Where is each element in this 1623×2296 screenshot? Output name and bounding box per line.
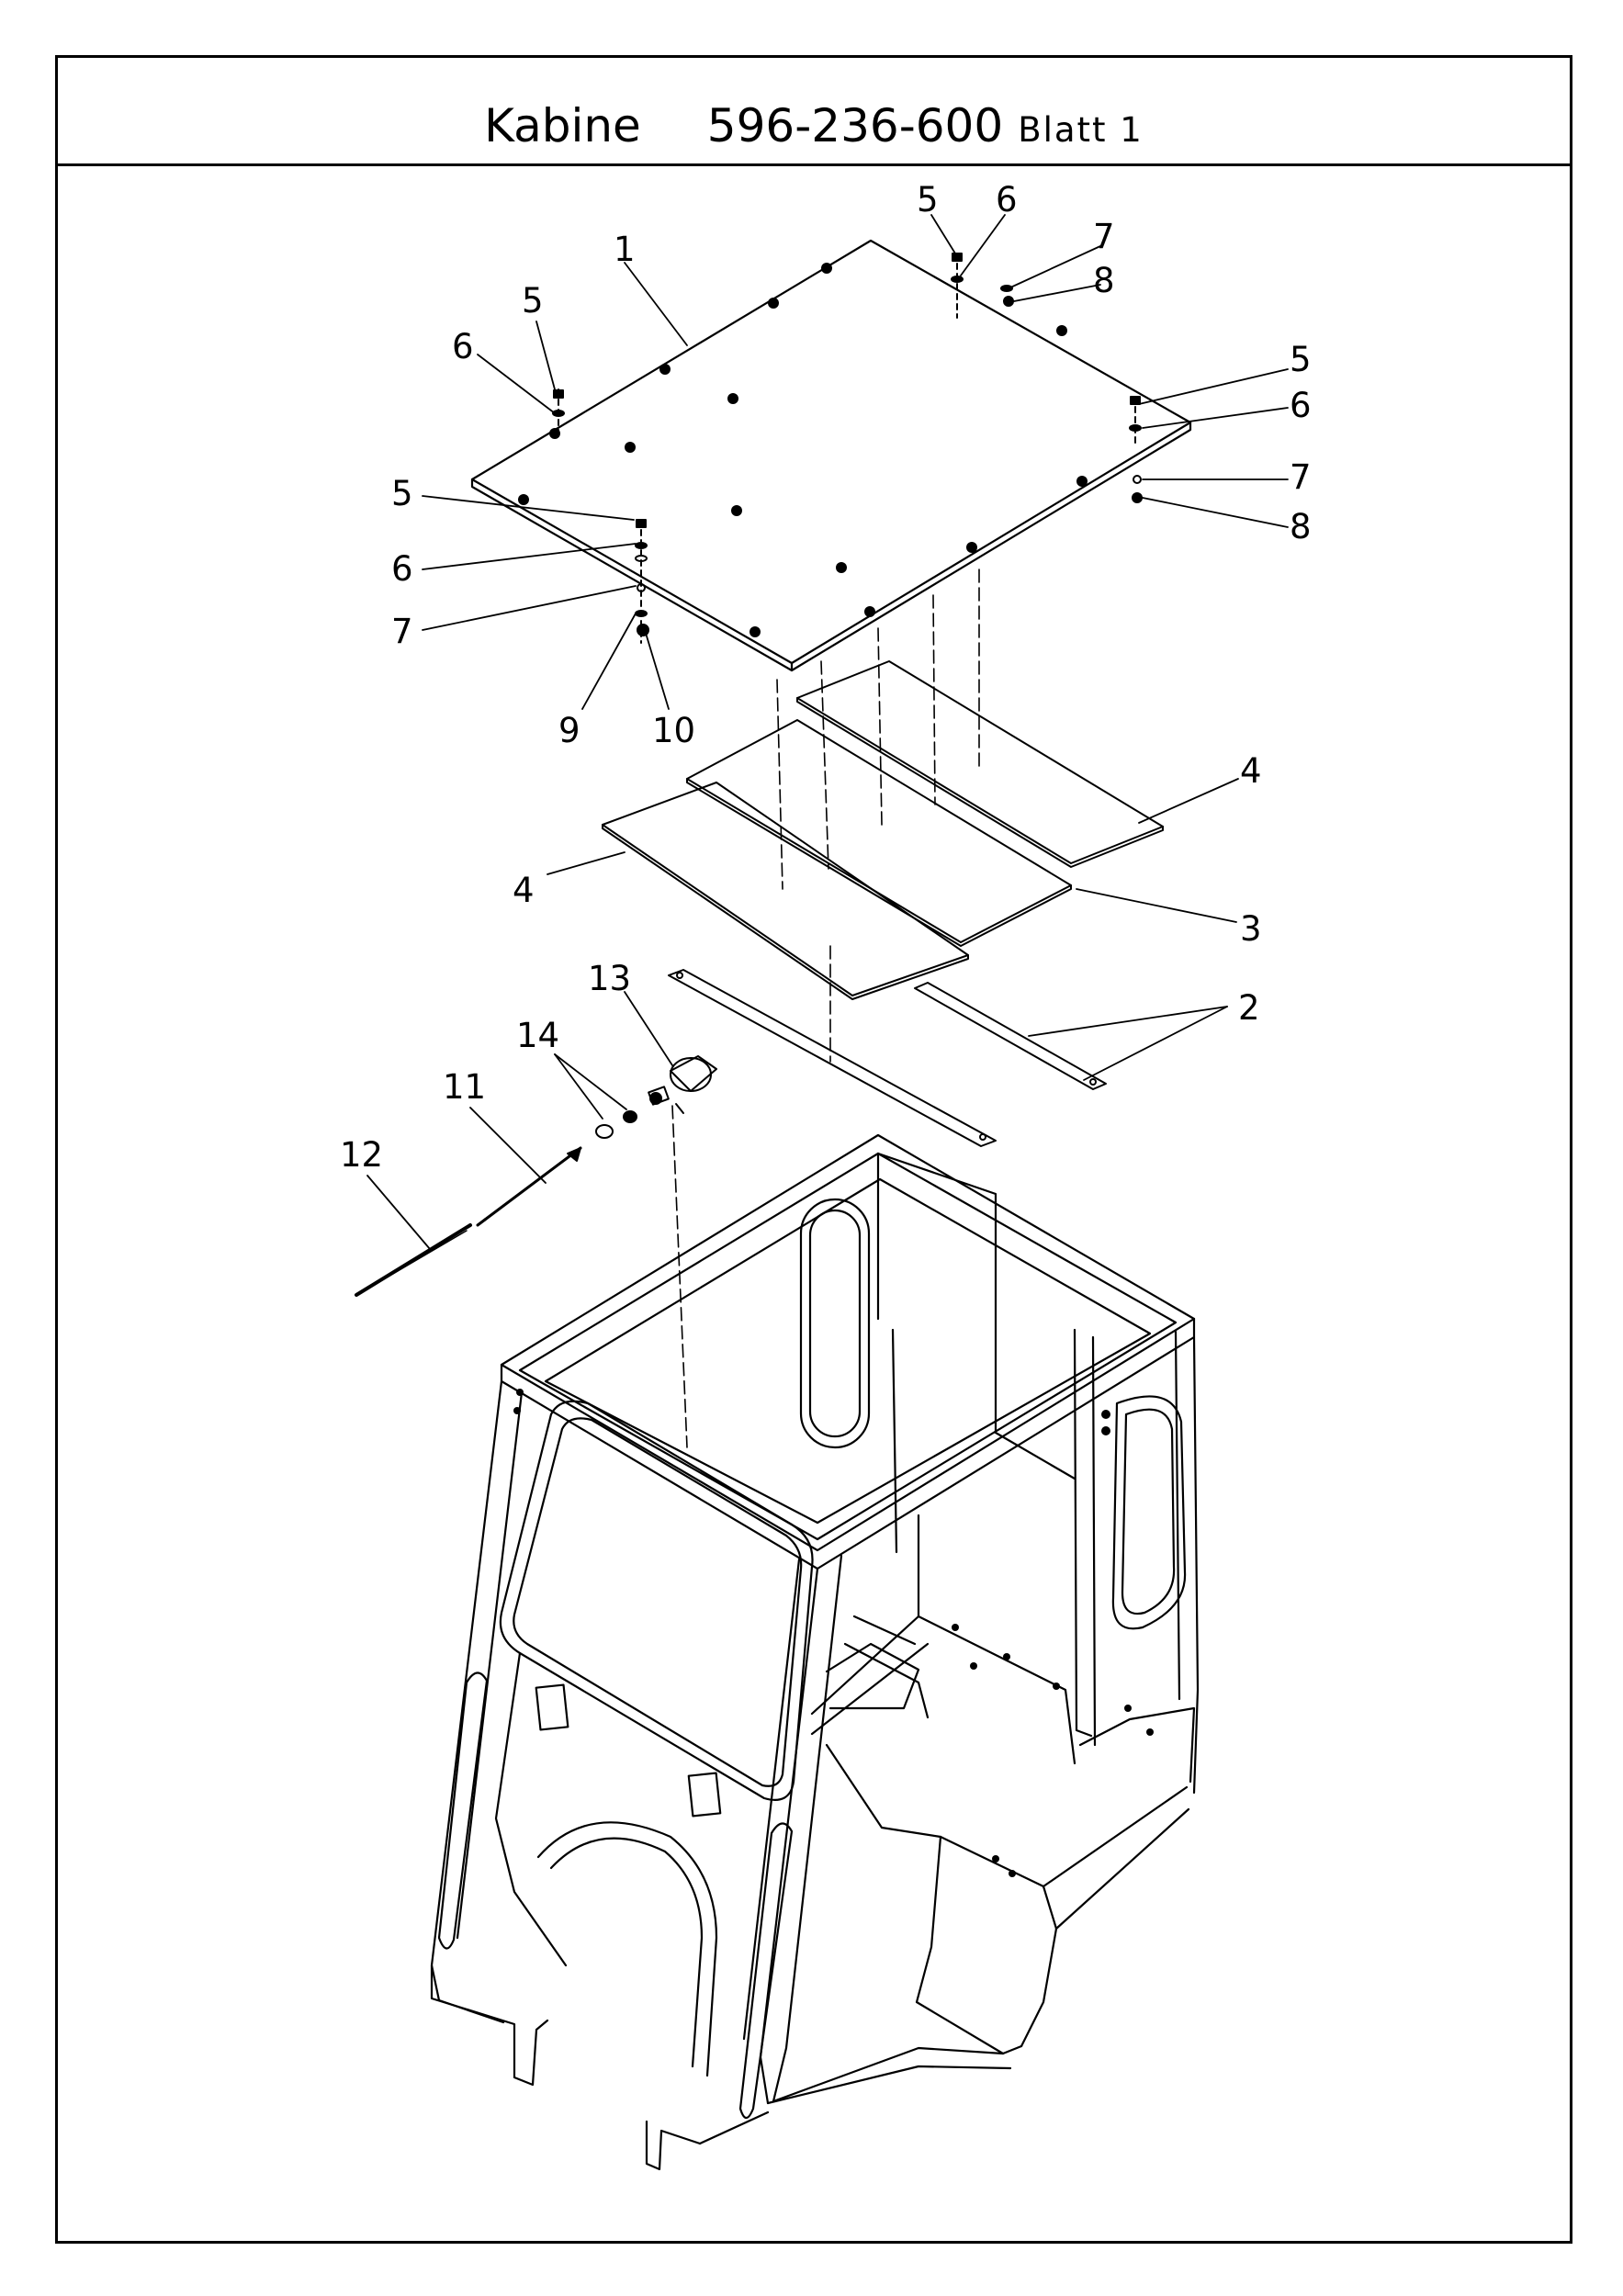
wiper-motor xyxy=(648,1055,717,1114)
fastener-group-right xyxy=(1129,396,1143,503)
callout-11: 11 xyxy=(443,1067,486,1107)
callout-7-back: 7 xyxy=(1093,217,1115,256)
callout-4-rear: 4 xyxy=(1240,751,1262,791)
pillar-slot-right xyxy=(738,1822,794,2120)
callout-6-back: 6 xyxy=(996,180,1018,219)
assembly-center-lines xyxy=(671,568,980,1448)
roof-strips xyxy=(668,969,1107,1147)
callout-12: 12 xyxy=(340,1135,383,1175)
callout-13: 13 xyxy=(588,959,631,998)
door-hinges xyxy=(535,1683,722,1818)
wiper-assembly xyxy=(355,1055,717,1297)
insulation-panel-front xyxy=(602,782,969,1000)
roof-holes xyxy=(518,263,1088,637)
callout-4-front: 4 xyxy=(513,871,535,910)
callout-6-front: 6 xyxy=(391,549,413,589)
windshield xyxy=(499,1400,814,1801)
cab-frame xyxy=(430,1133,1200,2171)
wiper-arm xyxy=(476,1146,582,1227)
rear-side-window xyxy=(799,1198,871,1449)
callout-1: 1 xyxy=(614,230,636,269)
fastener-group-left xyxy=(552,388,565,438)
title-part-number: 596-236-600 xyxy=(706,99,1004,152)
drawing-title: Kabine 596-236-600 Blatt 1 xyxy=(58,100,1570,156)
callout-2: 2 xyxy=(1238,988,1260,1028)
roof-strip-rear xyxy=(914,982,1107,1090)
callout-3: 3 xyxy=(1240,909,1262,949)
callout-9: 9 xyxy=(558,711,580,750)
fastener-group-back xyxy=(951,253,1014,319)
callout-8-right: 8 xyxy=(1290,507,1312,546)
callout-7-front: 7 xyxy=(391,612,413,651)
pillar-slot-left xyxy=(437,1671,489,1950)
callout-5-left: 5 xyxy=(522,281,544,321)
drawing-sheet: Kabine 596-236-600 Blatt 1 xyxy=(55,55,1572,2244)
title-block: Kabine 596-236-600 Blatt 1 xyxy=(58,58,1570,166)
callout-6-left: 6 xyxy=(452,327,474,366)
callout-6-right: 6 xyxy=(1290,386,1312,425)
callout-14: 14 xyxy=(516,1016,559,1055)
insulation-panel-rear xyxy=(796,660,1164,868)
title-name: Kabine xyxy=(484,99,641,152)
wiper-blade xyxy=(355,1223,472,1297)
leader-lines xyxy=(366,214,1289,1250)
roof-panel xyxy=(470,239,1192,672)
callout-8-back: 8 xyxy=(1093,261,1115,300)
callout-5-right: 5 xyxy=(1290,340,1312,379)
insulation-panels xyxy=(602,660,1164,1000)
roof-strip-front xyxy=(668,969,997,1147)
callout-5-back: 5 xyxy=(917,180,939,219)
frame-mounting-holes xyxy=(513,1389,1154,1877)
title-sheet-number: Blatt 1 xyxy=(1018,110,1144,150)
wiper-seals xyxy=(595,1110,637,1139)
callout-10: 10 xyxy=(652,711,695,750)
right-side-window xyxy=(1111,1395,1187,1630)
callout-7-right: 7 xyxy=(1290,457,1312,497)
roof-fasteners xyxy=(552,253,1143,644)
cab-feet xyxy=(430,1964,770,2171)
callout-labels: 1 2 3 4 4 5 5 5 5 6 6 6 6 7 7 7 8 8 9 10… xyxy=(340,180,1312,1175)
callout-5-front: 5 xyxy=(391,474,413,513)
